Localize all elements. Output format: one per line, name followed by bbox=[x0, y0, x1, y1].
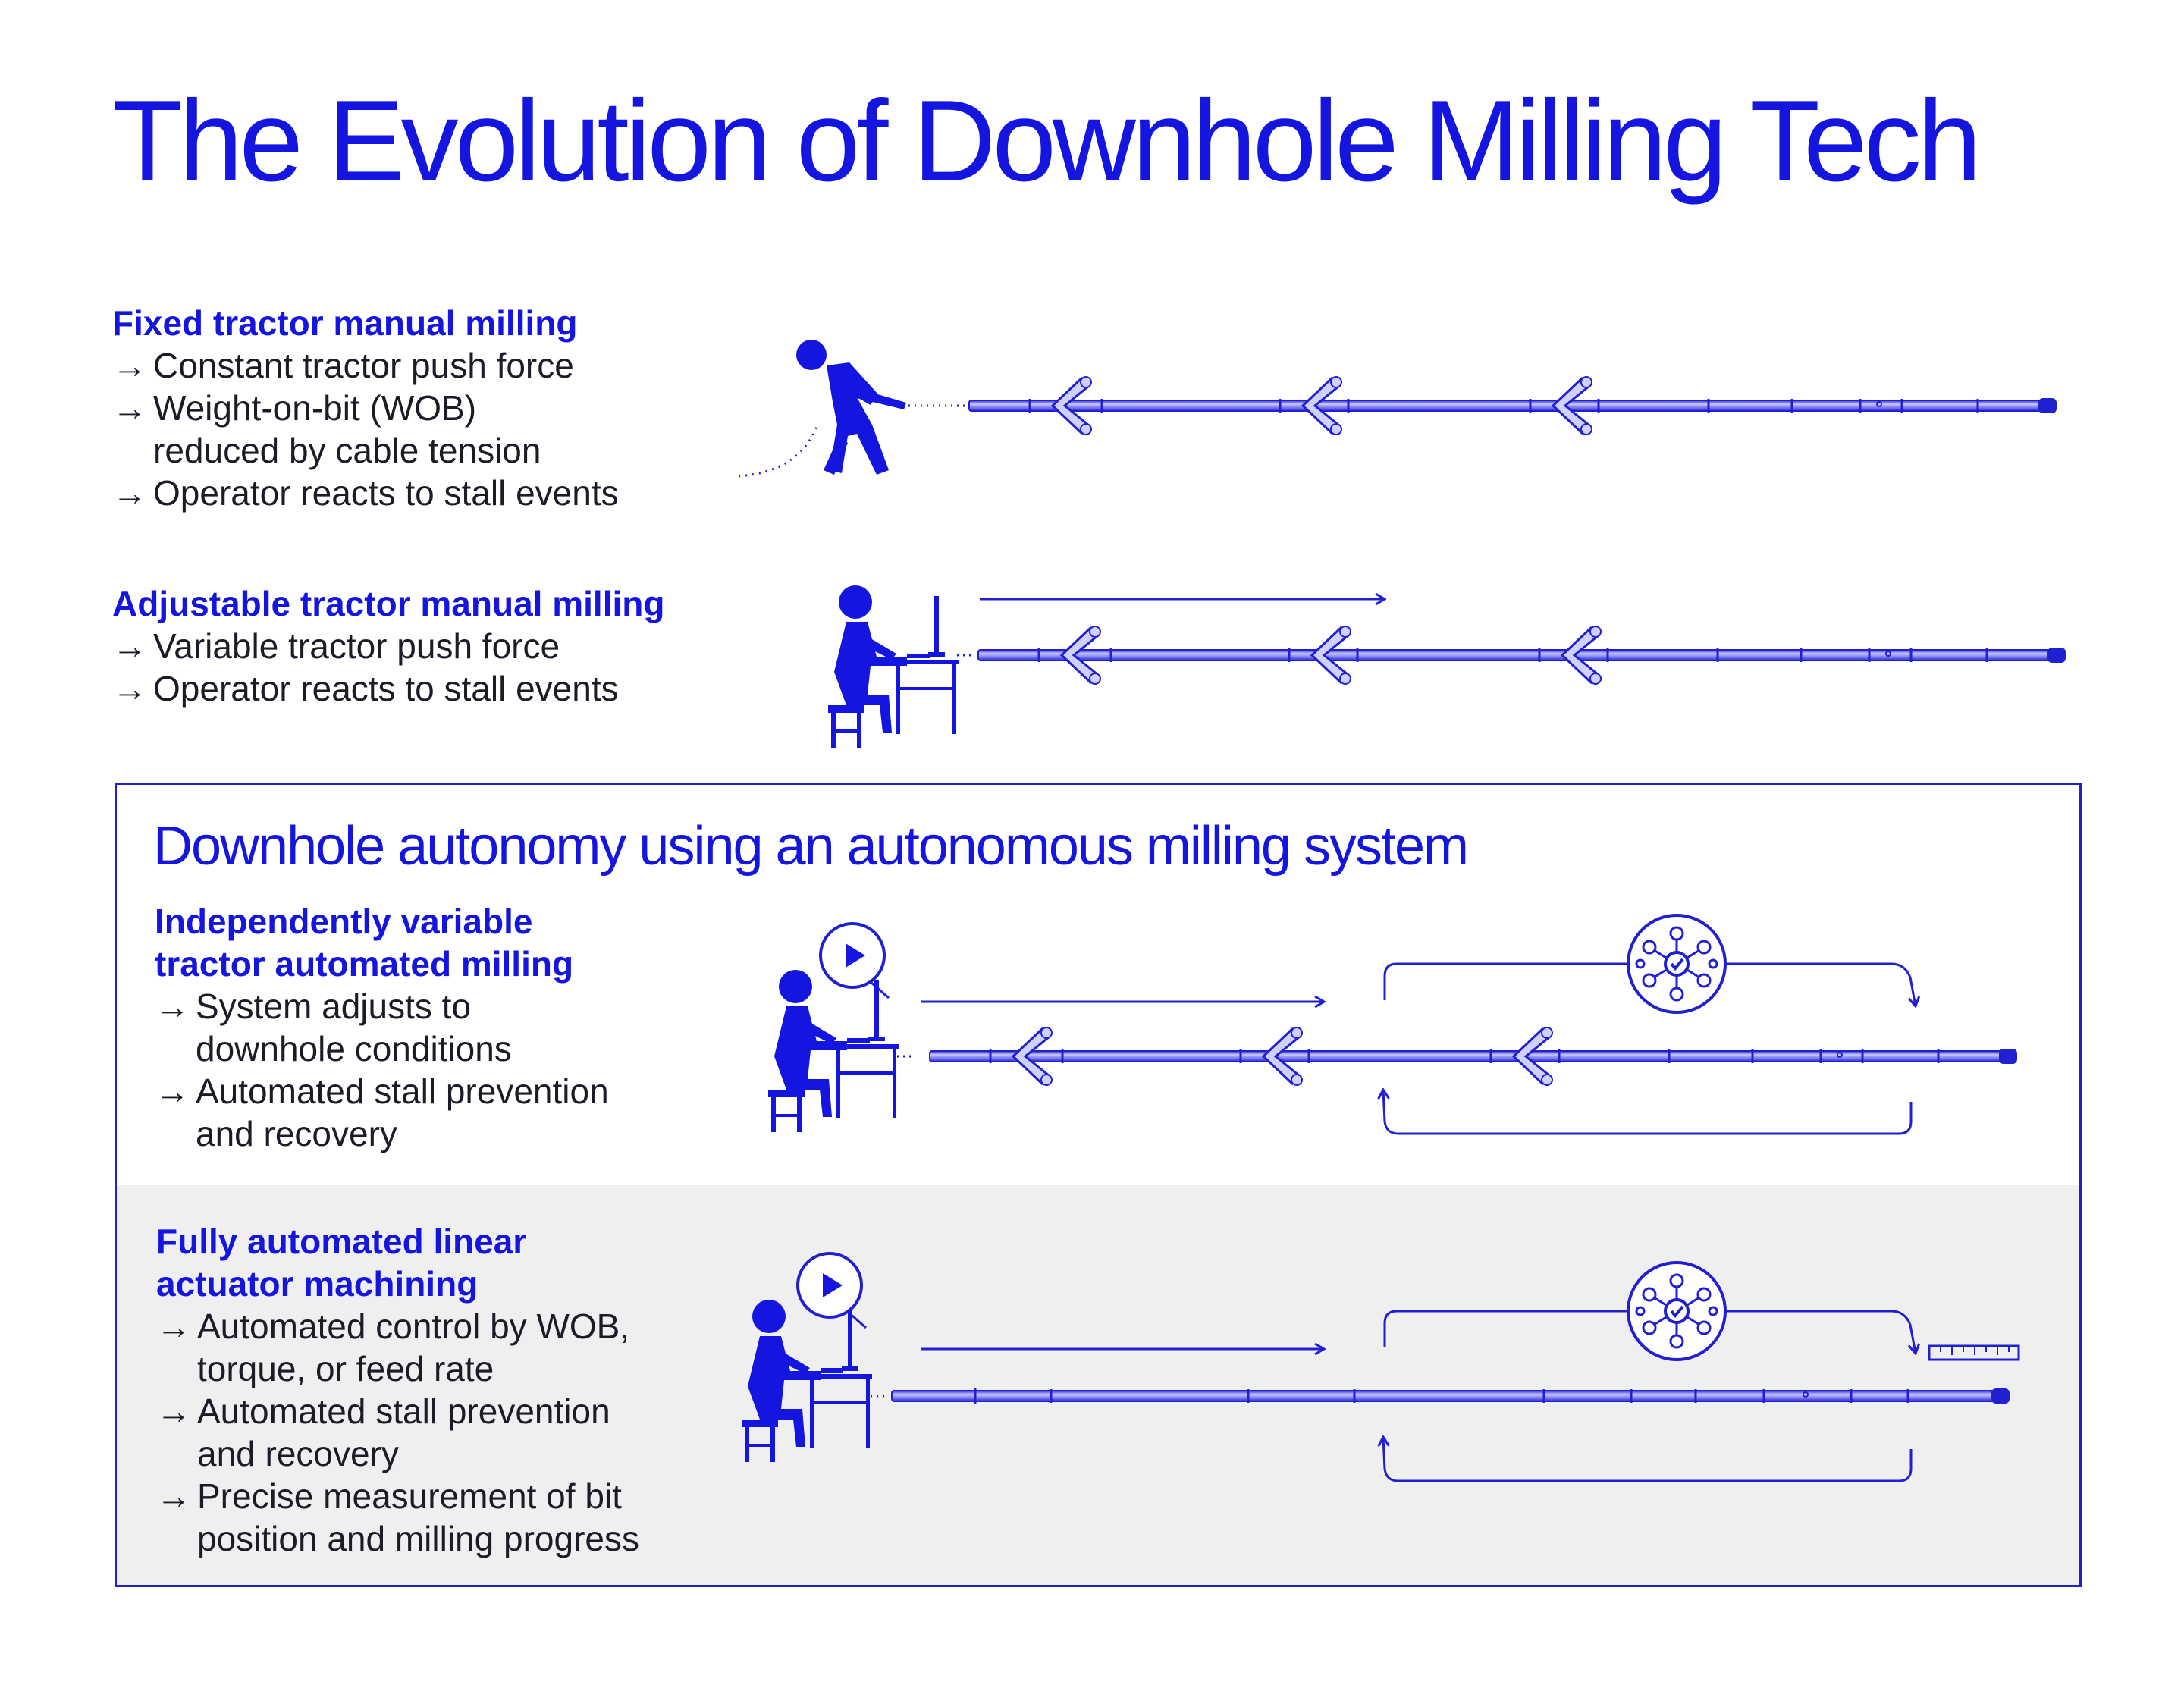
bullet-item: →Operator reacts to stall events bbox=[112, 669, 619, 708]
arrow-bullet-icon: → bbox=[112, 626, 147, 666]
autonomy-title: Downhole autonomy using an autonomous mi… bbox=[153, 816, 1469, 877]
play-bubble-icon bbox=[796, 1252, 868, 1329]
linear-actuator-string-icon bbox=[890, 1387, 2011, 1405]
bullet-item: →Operator reacts to stall events bbox=[112, 473, 619, 513]
section-fixed-tractor-text: Fixed tractor manual milling →Constant t… bbox=[112, 302, 619, 514]
operator-at-desk-icon bbox=[828, 585, 959, 748]
gray-background-panel bbox=[117, 1185, 2079, 1585]
operator-with-play-bubble-icon bbox=[768, 970, 899, 1132]
tractor-tool-string-icon bbox=[977, 625, 2067, 685]
bullet-item-continuation: reduced by cable tension bbox=[153, 431, 541, 470]
arrow-bullet-icon: → bbox=[156, 1391, 191, 1431]
bullet-item: →Precise measurement of bit bbox=[156, 1476, 622, 1516]
gear-network-check-icon bbox=[1627, 1261, 1727, 1361]
bullet-item: →Weight-on-bit (WOB) bbox=[112, 388, 477, 428]
bullet-item: →Constant tractor push force bbox=[112, 346, 574, 385]
bullet-item-continuation: downhole conditions bbox=[196, 1029, 512, 1068]
cable-dotted-line bbox=[738, 424, 819, 478]
arrow-bullet-icon: → bbox=[155, 1071, 190, 1111]
section-linear-actuator-text: Fully automated linear actuator machinin… bbox=[156, 1220, 639, 1560]
section-heading: actuator machining bbox=[156, 1264, 479, 1304]
arrow-bullet-icon: → bbox=[112, 388, 147, 428]
gear-network-check-icon bbox=[1627, 914, 1727, 1014]
bullet-item: →Automated control by WOB, bbox=[156, 1307, 630, 1346]
bullet-item-continuation: torque, or feed rate bbox=[197, 1349, 494, 1388]
page-title: The Evolution of Downhole Milling Tech bbox=[112, 77, 1982, 205]
bullet-item: →Automated stall prevention bbox=[155, 1071, 609, 1111]
bullet-item: →Variable tractor push force bbox=[112, 626, 560, 666]
ruler-icon bbox=[1928, 1344, 2020, 1361]
bullet-item-continuation: and recovery bbox=[196, 1114, 397, 1153]
bullet-item: →Automated stall prevention bbox=[156, 1391, 610, 1431]
feedback-loop-icon bbox=[1383, 1437, 1913, 1482]
tractor-tool-string-icon bbox=[928, 1026, 2019, 1087]
section-heading: tractor automated milling bbox=[155, 944, 574, 984]
arrow-bullet-icon: → bbox=[112, 346, 147, 385]
section-independent-tractor-text: Independently variable tractor automated… bbox=[155, 900, 609, 1155]
arrow-bullet-icon: → bbox=[112, 473, 147, 513]
arrow-bullet-icon: → bbox=[156, 1307, 191, 1346]
section-adjustable-tractor-text: Adjustable tractor manual milling →Varia… bbox=[112, 582, 664, 710]
arrow-bullet-icon: → bbox=[112, 669, 147, 708]
operator-with-play-bubble-icon bbox=[742, 1300, 872, 1462]
arrow-bullet-icon: → bbox=[155, 987, 190, 1026]
person-pulling-cable-icon bbox=[796, 340, 906, 475]
section-heading: Fully automated linear bbox=[156, 1222, 527, 1261]
manual-milling-artwork bbox=[738, 340, 2067, 748]
section-heading: Fixed tractor manual milling bbox=[112, 303, 578, 343]
bullet-item-continuation: position and milling progress bbox=[197, 1519, 639, 1558]
arrow-bullet-icon: → bbox=[156, 1476, 191, 1516]
bullet-item-continuation: and recovery bbox=[197, 1434, 399, 1473]
autonomous-milling-artwork bbox=[742, 914, 2020, 1482]
section-heading: Independently variable bbox=[155, 902, 533, 941]
tractor-tool-string-icon bbox=[968, 375, 2058, 436]
feedback-loop-icon bbox=[1383, 1090, 1913, 1135]
bullet-item: →System adjusts to bbox=[155, 987, 472, 1026]
autonomy-panel: Downhole autonomy using an autonomous mi… bbox=[115, 783, 2082, 1587]
section-heading: Adjustable tractor manual milling bbox=[112, 584, 665, 623]
